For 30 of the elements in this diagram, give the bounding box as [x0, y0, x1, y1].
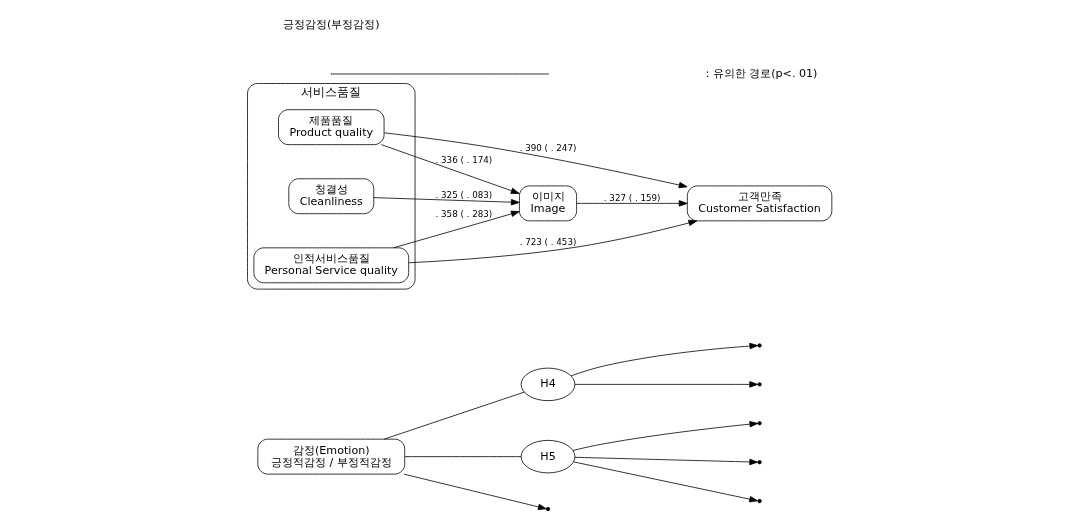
arrow	[570, 342, 758, 377]
arrow	[572, 421, 758, 451]
label: 긍정감정(부정감정)	[282, 18, 380, 32]
node-box: 제품품질 Product quality	[277, 109, 384, 146]
arrow	[407, 219, 697, 264]
edge-label: . 327 ( . 159)	[603, 192, 661, 203]
legend-label: ：유의한 경로(p<. 01)	[701, 66, 817, 80]
arrow	[572, 461, 758, 503]
node-box: 청결성 Cleanliness	[287, 178, 374, 215]
edge-label: . 723 ( . 453)	[519, 236, 576, 247]
edge-label: . 390 ( . 247)	[519, 142, 576, 153]
edge-label: . 358 ( . 283)	[435, 208, 492, 219]
arrow	[392, 210, 520, 249]
arrow	[574, 381, 758, 388]
node-box: 인적서비스품질 Personal Service quality	[253, 247, 409, 284]
arrow	[372, 197, 520, 206]
edge-label: . 336 ( . 174)	[435, 154, 492, 165]
connector	[404, 456, 521, 458]
node-box: 고객만족 Customer Satisfaction	[686, 185, 832, 222]
edge-label: . 325 ( . 083)	[435, 189, 492, 200]
node-ellipse: H5	[520, 439, 575, 474]
arrow	[383, 132, 687, 189]
node-box: 이미지 Image	[518, 185, 577, 222]
arrow	[403, 473, 547, 510]
arrow	[380, 144, 520, 194]
arrow	[575, 200, 687, 207]
connector	[383, 391, 525, 440]
node-ellipse: H4	[520, 367, 575, 402]
arrow	[574, 456, 758, 466]
node-box: 감정(Emotion) 긍정적감정 / 부정적감정	[256, 438, 405, 475]
